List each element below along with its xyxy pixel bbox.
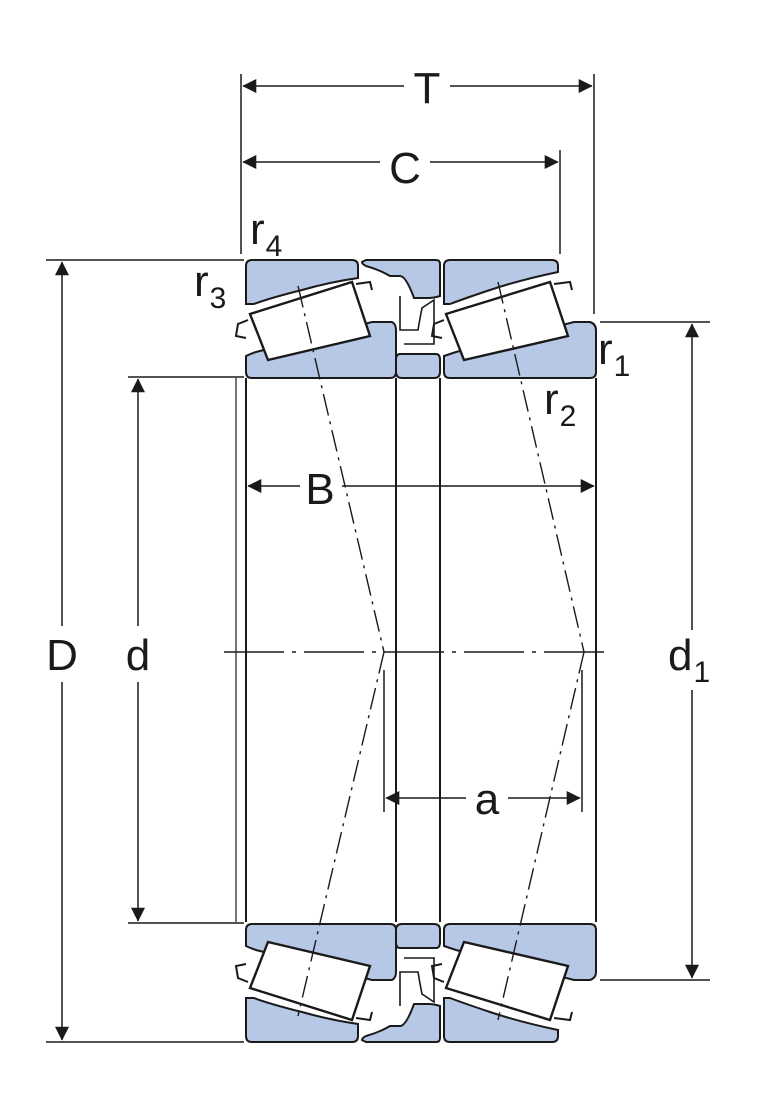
dimension-d1: d1	[600, 321, 710, 981]
label-d: d	[126, 631, 150, 680]
label-r2: r2	[544, 375, 576, 433]
bearing-bore-lines	[235, 378, 597, 922]
label-r4: r4	[250, 205, 282, 263]
label-C: C	[389, 144, 421, 193]
label-r3: r3	[194, 257, 226, 315]
dimension-B: B	[247, 465, 595, 514]
label-B: B	[305, 465, 334, 514]
bearing-section-bottom	[234, 922, 598, 1044]
contact-angle-lines	[297, 281, 585, 1021]
dimension-D: D	[46, 259, 244, 1043]
dimension-T: T	[240, 64, 595, 314]
label-r1: r1	[598, 325, 630, 383]
dimension-a: a	[383, 670, 583, 824]
label-D: D	[46, 631, 78, 680]
label-d1: d1	[668, 631, 710, 689]
label-a: a	[475, 775, 500, 824]
bearing-section-top	[234, 258, 598, 380]
label-T: T	[414, 64, 441, 113]
dimension-C: C	[242, 144, 561, 254]
dimension-d: d	[126, 376, 244, 924]
